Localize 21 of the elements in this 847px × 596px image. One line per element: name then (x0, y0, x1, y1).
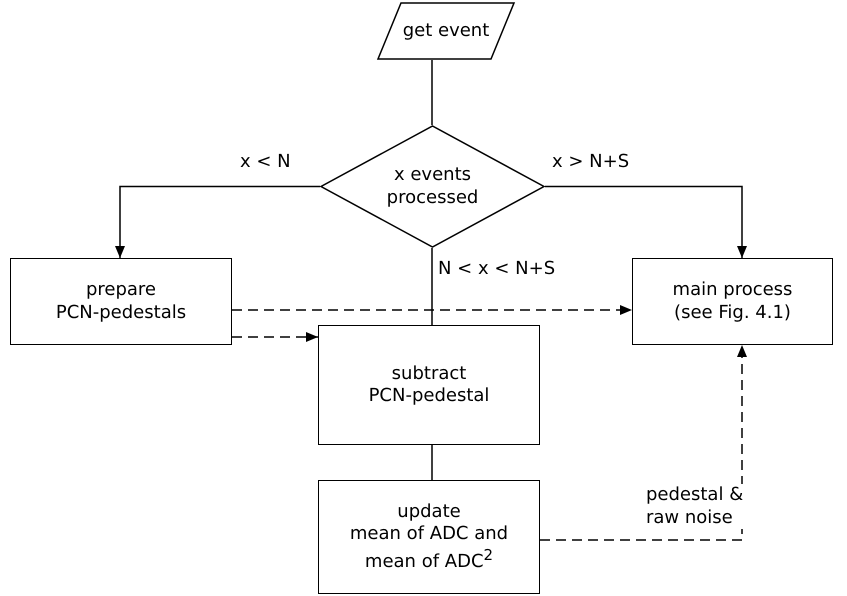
node-text: main process (see Fig. 4.1) (672, 279, 794, 324)
process-box (318, 480, 540, 594)
node-text: prepare PCN-pedestals (54, 279, 188, 324)
process-box (10, 258, 232, 345)
connector-line (431, 248, 433, 325)
dashed-arrow (232, 332, 318, 342)
node-text: update (397, 500, 461, 524)
connector-line (431, 445, 433, 480)
arrow (545, 186, 747, 258)
input-parallelogram (377, 2, 515, 60)
connector-line (431, 60, 433, 125)
dashed-arrow (232, 305, 632, 315)
node-text: mean of ADC and mean of ADC$^{2}$ (348, 523, 510, 574)
arrow (115, 186, 320, 258)
dashed-arrow (540, 345, 747, 541)
node-text: get event (402, 20, 490, 42)
node-text: x events processed (386, 164, 480, 209)
process-box (318, 325, 540, 445)
node-text: subtract PCN-pedestal (368, 362, 490, 408)
process-box (632, 258, 833, 345)
decision-diamond (320, 125, 545, 248)
